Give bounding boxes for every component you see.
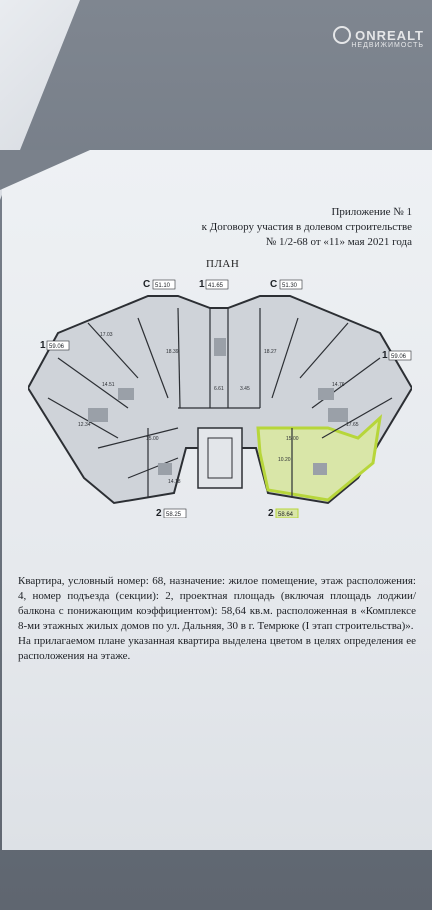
marker-area: 59.06 — [49, 344, 65, 350]
marker-area: 59.06 — [391, 354, 407, 360]
stair-core — [197, 427, 243, 489]
document-page — [2, 150, 432, 850]
marker-area: 58.64 — [278, 512, 294, 518]
appendix-header: Приложение № 1 к Договору участия в доле… — [152, 205, 412, 250]
room-area: 14.51 — [102, 382, 115, 388]
marker-letter: 1 — [382, 350, 388, 361]
description-paragraph-2: На прилагаемом плане указанная квартира … — [18, 635, 416, 662]
floor-plan: 17.03 18.39 14.51 12.34 15.00 18.27 17.6… — [26, 278, 414, 519]
marker-letter: 2 — [156, 508, 162, 518]
room-area: 17.03 — [100, 332, 113, 338]
room-area: 17.65 — [346, 422, 359, 428]
room-area: 3.45 — [240, 386, 250, 392]
room-labels: 17.03 18.39 14.51 12.34 15.00 18.27 17.6… — [78, 332, 359, 485]
marker-area: 58.25 — [166, 512, 182, 518]
marker-letter: C — [270, 279, 277, 290]
room-walls — [47, 307, 393, 498]
apartment-markers: C 51.10 1 41.65 C 51.30 1 59.06 1 59.06 … — [40, 279, 412, 519]
watermark-brand: ONREALT — [355, 27, 424, 43]
watermark-logo-icon — [333, 26, 352, 44]
marker-area: 51.10 — [155, 283, 171, 289]
room-area: 14.76 — [332, 382, 345, 388]
description-paragraph-1: Квартира, условный номер: 68, назначение… — [18, 575, 416, 632]
appendix-line-1: Приложение № 1 — [331, 206, 412, 218]
watermark: ONREALT НЕДВИЖИМОСТЬ — [333, 26, 424, 49]
stair-well — [207, 437, 233, 479]
room-area: 18.39 — [166, 349, 179, 355]
room-area: 14.18 — [168, 479, 181, 485]
marker-letter: 1 — [199, 279, 205, 290]
appendix-line-3: № 1/2-68 от «11» мая 2021 года — [265, 236, 412, 248]
marker-letter: C — [143, 279, 150, 290]
watermark-subtitle: НЕДВИЖИМОСТЬ — [351, 42, 424, 49]
room-area: 15.00 — [286, 436, 299, 442]
room-area: 6.61 — [214, 386, 224, 392]
furniture — [88, 338, 348, 475]
marker-area: 51.30 — [282, 283, 298, 289]
appendix-line-2: к Договору участия в долевом строительст… — [201, 221, 412, 233]
room-area: 18.27 — [264, 349, 277, 355]
plan-title: ПЛАН — [206, 258, 240, 270]
highlighted-apartment — [256, 414, 383, 502]
apartment-description: Квартира, условный номер: 68, назначение… — [18, 574, 416, 664]
marker-letter: 1 — [40, 340, 46, 351]
room-area: 12.34 — [78, 422, 91, 428]
marker-letter: 2 — [268, 508, 274, 518]
floor-plan-drawing: 17.03 18.39 14.51 12.34 15.00 18.27 17.6… — [26, 279, 414, 519]
room-area: 10.20 — [278, 457, 291, 463]
room-area: 15.00 — [146, 436, 159, 442]
marker-area: 41.65 — [208, 283, 224, 289]
